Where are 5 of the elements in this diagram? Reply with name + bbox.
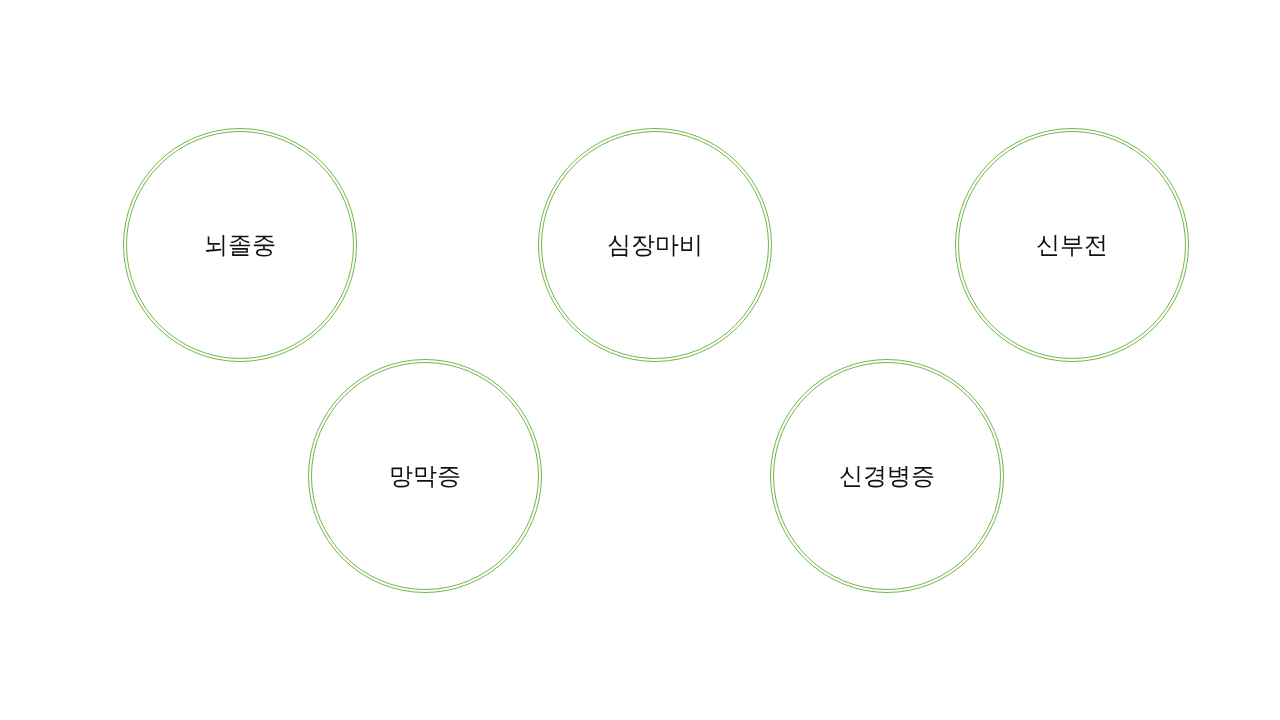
circle-node: 심장마비	[538, 128, 772, 362]
circle-node: 뇌졸중	[123, 128, 357, 362]
circle-node: 신부전	[955, 128, 1189, 362]
circle-node: 망막증	[308, 359, 542, 593]
circle-node: 신경병증	[770, 359, 1004, 593]
